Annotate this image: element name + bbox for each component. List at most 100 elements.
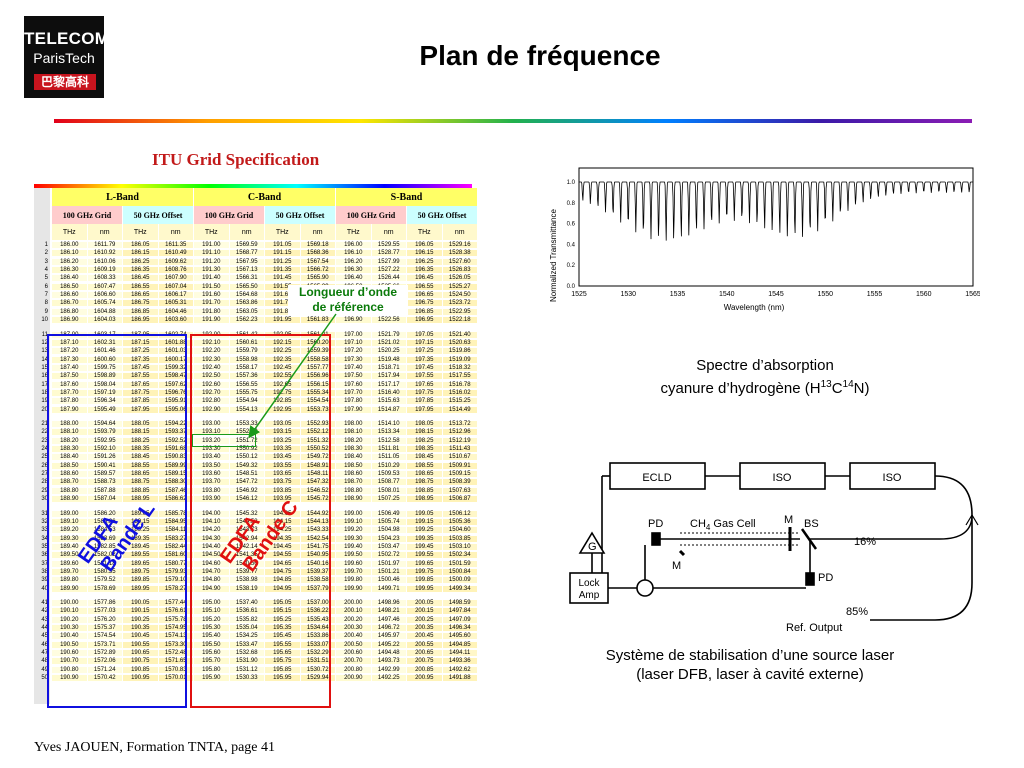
table-cell: 188.00	[52, 421, 87, 427]
table-cell: 1573.30	[158, 641, 193, 648]
table-cell: 1570.01	[158, 675, 193, 682]
table-cell: 1559.79	[229, 348, 264, 355]
table-cell: 193.50	[194, 462, 229, 469]
table-cell: 191.70	[194, 300, 229, 307]
table-cell: 1581.18	[87, 560, 122, 567]
table-cell: 188.65	[123, 471, 158, 478]
table-cell: 199.55	[407, 552, 442, 559]
table-cell: 186.85	[123, 308, 158, 315]
edfa-c-band-box	[190, 334, 331, 708]
pct85-label: 85%	[846, 606, 868, 618]
table-cell: 1579.93	[158, 568, 193, 575]
footer: Yves JAOUEN, Formation TNTA, page 41	[34, 740, 276, 755]
grid-unit-header: THz	[123, 224, 158, 240]
table-cell: 188.70	[52, 479, 87, 486]
table-cell: 200.20	[336, 616, 371, 623]
table-cell: 187.10	[52, 339, 87, 346]
table-cell: 1527.60	[442, 258, 477, 265]
table-cell: 1526.83	[442, 267, 477, 274]
table-cell: 1542.94	[229, 535, 264, 542]
table-cell: 1533.86	[300, 633, 335, 640]
table-cell: 1522.56	[371, 317, 406, 324]
table-cell: 1601.46	[87, 348, 122, 355]
row-number: 34	[41, 535, 48, 542]
table-cell: 1595.49	[87, 406, 122, 413]
table-cell: 188.40	[52, 454, 87, 461]
stabilization-caption-line2: (laser DFB, laser à cavité externe)	[636, 666, 864, 683]
table-cell: 1585.78	[158, 510, 193, 517]
table-cell: 1508.01	[371, 487, 406, 494]
row-number: 27	[41, 471, 48, 478]
table-cell: 1598.47	[158, 373, 193, 380]
table-cell: 187.55	[123, 373, 158, 380]
table-cell: 1509.15	[442, 471, 477, 478]
table-cell: 188.80	[52, 487, 87, 494]
bs-label: BS	[804, 518, 819, 530]
table-cell: 1515.63	[371, 398, 406, 405]
table-cell: 187.85	[123, 398, 158, 405]
row-number: 4	[44, 267, 48, 274]
table-cell: 187.50	[52, 373, 87, 380]
table-cell: 1560.61	[229, 339, 264, 346]
table-cell: 1589.57	[87, 471, 122, 478]
table-cell: 200.75	[407, 658, 442, 665]
row-number: 21	[41, 421, 48, 427]
table-cell: 197.20	[336, 348, 371, 355]
table-cell: 194.85	[265, 577, 300, 584]
table-cell: 192.70	[194, 389, 229, 396]
table-cell: 200.90	[336, 675, 371, 682]
table-cell: 192.65	[265, 381, 300, 388]
table-cell: 186.75	[123, 300, 158, 307]
grid-unit-header: THz	[265, 224, 300, 240]
table-cell: 190.65	[123, 650, 158, 657]
table-cell: 1497.84	[442, 608, 477, 615]
table-cell: 1519.48	[371, 356, 406, 363]
table-cell: 1538.58	[300, 577, 335, 584]
table-cell: 1546.92	[229, 487, 264, 494]
table-cell: 189.55	[123, 552, 158, 559]
table-cell: 196.15	[407, 250, 442, 257]
table-cell: 1573.71	[87, 641, 122, 648]
table-cell: 1516.02	[442, 389, 477, 396]
logo-line-chinese: 巴黎高科	[34, 74, 96, 90]
table-cell: 1570.83	[158, 666, 193, 673]
mirror-m2	[678, 549, 686, 557]
table-cell: 1539.77	[229, 568, 264, 575]
table-cell: 192.90	[194, 406, 229, 413]
table-cell: 1532.29	[300, 650, 335, 657]
table-cell: 1561.83	[300, 317, 335, 324]
table-cell: 189.95	[123, 585, 158, 592]
table-cell: 190.35	[123, 625, 158, 632]
table-cell: 197.05	[407, 331, 442, 338]
table-cell: 194.10	[194, 518, 229, 525]
row-number: 1	[44, 242, 48, 248]
row-number: 25	[41, 454, 48, 461]
table-cell: 199.90	[336, 585, 371, 592]
table-cell: 1549.72	[300, 454, 335, 461]
table-cell: 1577.03	[87, 608, 122, 615]
table-cell: 1497.46	[371, 616, 406, 623]
stabilization-caption-line1: Système de stabilisation d’une source la…	[605, 647, 895, 664]
table-cell: 191.90	[194, 317, 229, 324]
table-cell: 1593.37	[158, 429, 193, 436]
table-cell: 1582.85	[87, 543, 122, 550]
table-cell: 188.75	[123, 479, 158, 486]
telecom-paristech-logo: TELECOM ParisTech 巴黎高科	[24, 16, 109, 98]
row-number: 35	[41, 543, 48, 550]
table-cell: 198.20	[336, 437, 371, 444]
table-cell: 191.55	[265, 283, 300, 290]
table-cell: 187.20	[52, 348, 87, 355]
row-number: 43	[41, 616, 48, 623]
table-cell: 186.40	[52, 275, 87, 282]
table-cell: 188.85	[123, 487, 158, 494]
table-cell: 1525.27	[442, 283, 477, 290]
table-cell: 190.00	[52, 600, 87, 606]
plot-xtick: 1530	[620, 291, 636, 298]
table-cell: 199.35	[407, 535, 442, 542]
table-cell: 1610.06	[87, 258, 122, 265]
table-cell: 1579.52	[87, 577, 122, 584]
table-cell: 193.10	[194, 429, 229, 436]
table-cell: 200.15	[407, 608, 442, 615]
table-cell: 187.25	[123, 348, 158, 355]
